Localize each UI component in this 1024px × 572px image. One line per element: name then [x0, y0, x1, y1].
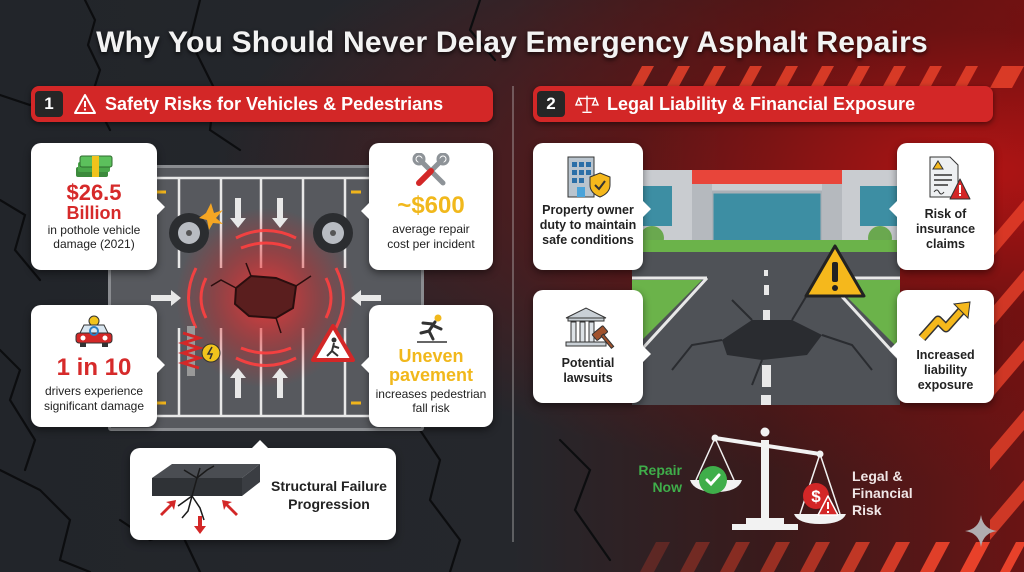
courthouse-gavel-icon [533, 304, 643, 354]
warning-triangle-icon [73, 93, 97, 115]
stat-card-drivers-damage: 1 in 10 drivers experience significant d… [31, 305, 165, 427]
section-number: 2 [537, 91, 565, 117]
dollar-warning-icon: $ [802, 482, 839, 521]
insurance-document-warning-icon [897, 153, 994, 207]
card-text: Potential [561, 356, 615, 370]
card-text: Increased [916, 348, 975, 362]
stat-description: damage (2021) [53, 237, 135, 252]
legal-card-insurance-claims: Risk of insurance claims [889, 143, 994, 270]
pedestrian-fall-icon [369, 313, 493, 347]
stat-unit: Billion [66, 203, 122, 224]
card-text: safe conditions [542, 233, 634, 247]
warning-sign-icon [804, 244, 866, 298]
cracked-slab-icon [142, 456, 262, 539]
wrench-tools-icon [369, 152, 493, 191]
trend-up-arrow-icon [897, 300, 994, 348]
section-2-banner: 2 Legal Liability & Financial Exposure [533, 86, 993, 122]
card-text: duty to maintain [539, 218, 637, 232]
hazard-stripes-bottom [640, 542, 1024, 572]
card-text: Property owner [542, 203, 634, 217]
label-line: Legal & [852, 468, 903, 484]
card-text: insurance [915, 222, 976, 236]
card-text: Risk of [924, 207, 967, 221]
money-stack-icon [31, 153, 157, 181]
card-text: claims [926, 237, 965, 251]
stat-description: significant damage [43, 398, 145, 413]
card-text: liability [923, 363, 968, 377]
car-driver-icon [31, 313, 157, 351]
section-1-banner: 1 Safety Risks for Vehicles & Pedestrian… [31, 86, 493, 122]
hazard-stripes-top [630, 66, 1024, 88]
label-line: Repair [638, 462, 682, 478]
card-text: exposure [917, 378, 974, 392]
page-title: Why You Should Never Delay Emergency Asp… [96, 26, 928, 59]
stat-card-uneven-pavement: Uneven pavement increases pedestrian fal… [361, 305, 493, 427]
commercial-parking-pothole-illustration [632, 170, 900, 405]
stat-value: 1 in 10 [56, 354, 132, 381]
legal-card-property-owner: Property owner duty to maintain safe con… [533, 143, 651, 270]
card-text: lawsuits [563, 371, 613, 385]
section-heading: Legal Liability & Financial Exposure [607, 93, 916, 114]
section-number: 1 [35, 91, 63, 117]
legal-card-liability-exposure: Increased liability exposure [889, 290, 994, 403]
legal-card-lawsuits: Potential lawsuits [533, 290, 651, 403]
tire-icon [313, 213, 353, 253]
stat-description: in pothole vehicle [47, 222, 141, 237]
repair-now-label: Repair Now [634, 462, 682, 496]
section-divider [512, 86, 514, 542]
building-shield-icon [533, 153, 643, 203]
label-line: Financial [852, 484, 913, 501]
flat-tire-icon [169, 203, 223, 253]
label-line: Now [652, 478, 682, 495]
stat-value: $26.5 [66, 180, 122, 205]
stat-card-repair-cost: ~$600 average repair cost per incident [361, 143, 493, 270]
stat-unit: pavement [388, 364, 474, 385]
card-title: Structural Failure [271, 478, 387, 494]
structural-failure-card: Structural Failure Progression [130, 440, 396, 540]
label-line: Risk [852, 501, 882, 518]
stat-value: ~$600 [397, 192, 465, 219]
svg-text:$: $ [811, 487, 821, 506]
stat-description: increases pedestrian [375, 386, 487, 401]
stat-description: drivers experience [44, 384, 144, 399]
stat-description: fall risk [412, 401, 450, 416]
shock-absorber-icon [177, 326, 221, 376]
hazard-stripes-right [990, 200, 1024, 540]
balance-scale-icon [690, 427, 846, 530]
pedestrian-warning-sign-icon [311, 324, 355, 362]
scales-icon [575, 93, 599, 115]
card-title: Progression [288, 495, 370, 512]
sparkle-icon [965, 515, 997, 547]
section-heading: Safety Risks for Vehicles & Pedestrians [105, 93, 444, 114]
stat-value: Uneven [398, 346, 464, 366]
stat-description: average repair [392, 222, 470, 237]
check-circle-icon [699, 466, 727, 494]
legal-financial-risk-label: Legal & Financial Risk [852, 468, 913, 518]
stat-card-vehicle-damage: $26.5 Billion in pothole vehicle damage … [31, 143, 165, 270]
stat-description: cost per incident [387, 236, 475, 251]
